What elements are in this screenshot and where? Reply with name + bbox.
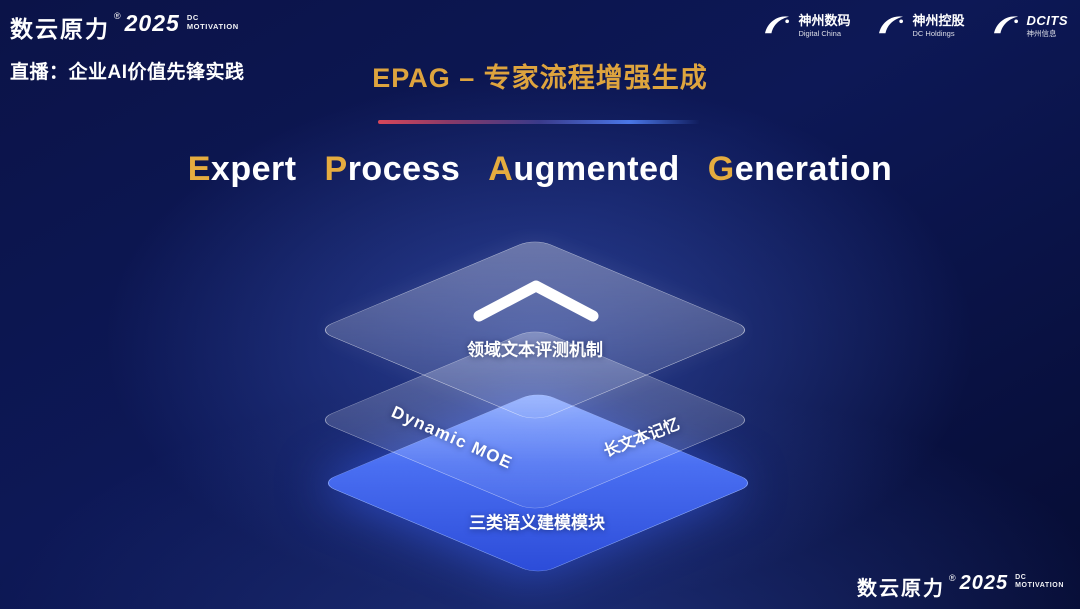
title-rest: eneration [734, 150, 893, 188]
title-initial: G [707, 150, 735, 188]
title-word: Expert [188, 150, 297, 188]
slide-title: EPAG – 专家流程增强生成 [372, 63, 708, 93]
brand-dc-motivation: DC MOTIVATION [187, 13, 239, 31]
digital-china-logo: 神州数码 Digital China [762, 13, 850, 38]
logo-text: 神州控股 DC Holdings [912, 13, 964, 38]
logo-text: 神州数码 Digital China [798, 13, 850, 38]
title-rest: ugmented [513, 150, 680, 188]
logo-cn: 神州控股 [912, 13, 965, 28]
title-word: Augmented [488, 150, 680, 188]
swoosh-icon [993, 16, 1018, 34]
title-initial: P [324, 150, 348, 188]
brand-logo-bottom-right: 数云原力®2025 DC MOTIVATION [857, 572, 1064, 601]
title-word: Generation [708, 150, 893, 188]
brand-dc: DC [1015, 574, 1027, 581]
title-initial: E [187, 150, 211, 188]
layer-top-label: 领域文本评测机制 [467, 340, 603, 360]
dcits-logo: DCITS 神州信息 [991, 13, 1069, 38]
swoosh-icon [765, 16, 790, 34]
brand-year: 2025 [124, 10, 180, 36]
brand-name: 数云原力 [856, 578, 945, 600]
brand-motivation: MOTIVATION [186, 22, 239, 31]
title-rest: xpert [210, 150, 297, 188]
title-rest: rocess [347, 150, 461, 188]
chevron-up-icon [473, 280, 599, 322]
brand-motivation: MOTIVATION [1015, 582, 1064, 590]
title-initial: A [488, 150, 514, 188]
brand-name: 数云原力 [10, 16, 110, 42]
main-title: Expert Process Augmented Generation [0, 150, 1080, 189]
gradient-divider [378, 120, 700, 124]
live-label: 直播：企业AI价值先锋实践 [10, 62, 245, 83]
brand-dc: DC [186, 13, 199, 22]
logo-cn: DCITS [1026, 13, 1068, 28]
title-word: Process [325, 150, 461, 188]
logo-en: 神州信息 [1026, 28, 1057, 38]
partner-logos: 神州数码 Digital China 神州控股 DC Holdings DCIT… [762, 13, 1068, 38]
registered-mark: ® [114, 11, 121, 21]
logo-cn: 神州数码 [798, 13, 851, 28]
logo-en: DC Holdings [912, 28, 955, 38]
layer-bottom-label: 三类语义建模模块 [469, 513, 605, 533]
dc-holdings-logo: 神州控股 DC Holdings [876, 13, 965, 38]
brand-logo-top-left: 数云原力 ®2025 DC MOTIVATION [10, 10, 239, 44]
registered-mark: ® [948, 573, 956, 583]
brand-dc-motivation: DC MOTIVATION [1015, 574, 1064, 591]
logo-text: DCITS 神州信息 [1027, 13, 1069, 38]
brand-year: 2025 [959, 572, 1009, 594]
logo-en: Digital China [798, 28, 841, 38]
swoosh-icon [879, 16, 904, 34]
